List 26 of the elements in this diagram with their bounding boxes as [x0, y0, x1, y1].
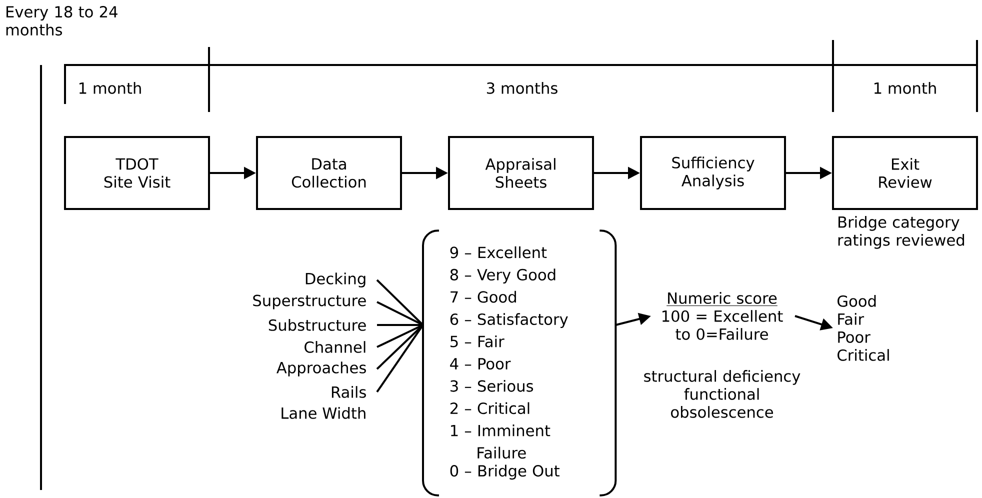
connector-line [376, 324, 424, 348]
component-label: Approaches [276, 362, 366, 376]
process-box: Exit Review [832, 136, 978, 210]
period-label: 3 months [486, 82, 558, 94]
component-label: Superstructure [253, 294, 366, 310]
score-text: Numeric score 100 = Excellent to 0=Failure [662, 292, 783, 340]
period-label: 1 month [874, 82, 936, 94]
connector-line [376, 301, 424, 326]
period-label: 1 month [80, 82, 141, 94]
connector-line [376, 324, 424, 393]
category-list: Good Fair Poor Critical [838, 295, 889, 361]
note-text: structural deficiency functional obsolescence [644, 370, 800, 418]
process-box: TDOT Site Visit [64, 136, 210, 210]
component-label: Lane Width [282, 407, 366, 419]
connector-line [376, 279, 424, 326]
component-label: Channel [304, 341, 366, 353]
cycle-label: Every 18 to 24 months [6, 6, 118, 36]
note-text: Bridge category ratings reviewed [838, 216, 964, 249]
component-label: Decking [306, 272, 366, 288]
rating-scale-bracket: 9 – Excellent 8 – Very Good 7 – Good 6 – Satisfactory 5 – Fair 4 – Poor 3 – Serious 2 – Critical 1 – Imminent Failure 0 – Bridge Out [422, 230, 617, 496]
connector-line [377, 324, 423, 326]
process-box: Appraisal Sheets [448, 136, 594, 210]
process-box: Data Collection [256, 136, 402, 210]
process-box: Sufficiency Analysis [640, 136, 786, 210]
component-label: Substructure [268, 319, 366, 331]
component-label: Rails [332, 386, 366, 398]
